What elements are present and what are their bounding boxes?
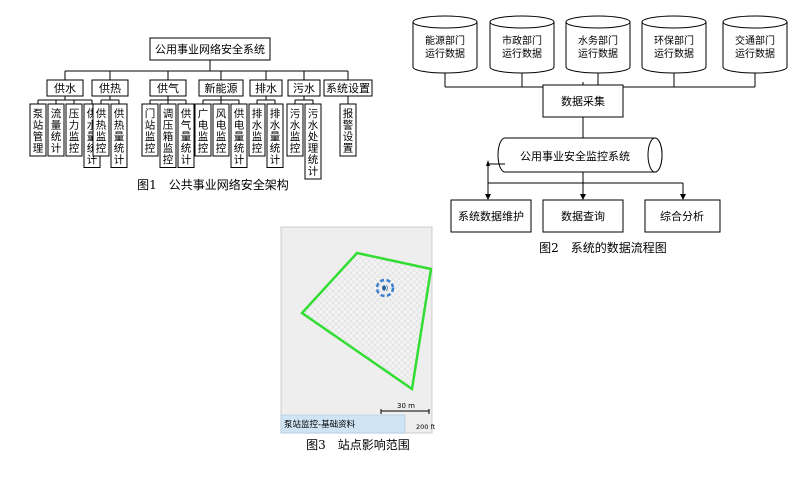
- fig1-category-label: 排水: [255, 81, 277, 95]
- figure-1: 公用事业网络安全系统 供水 供热 供气 新能源 排水 污水 系统: [29, 37, 373, 192]
- fig1-child-label: 污水处理统计: [308, 108, 319, 178]
- fig1-child-box: [159, 103, 177, 168]
- fig2-output-box: [450, 199, 532, 233]
- fig1-child-box: [339, 103, 357, 157]
- fig1-child-box: [194, 103, 212, 157]
- fig1-child-box: [110, 103, 128, 168]
- fig1-child-box: [177, 103, 195, 168]
- fig2-source-label: 能源部门: [425, 34, 465, 47]
- fig1-child-box: [141, 103, 159, 157]
- fig1-child-box: [29, 103, 47, 157]
- fig1-category-label: 供气: [157, 81, 179, 95]
- fig2-collect-box: [542, 84, 624, 118]
- fig2-source-label: 运行数据: [654, 47, 694, 60]
- fig1-child-label: 排水量统计: [270, 107, 281, 166]
- fig1-child-label: 门站监控: [145, 107, 156, 155]
- fig1-child-label: 流量统计: [51, 107, 62, 155]
- fig2-source-label: 运行数据: [735, 47, 775, 60]
- figure-2: 能源部门运行数据市政部门运行数据水务部门运行数据环保部门运行数据交通部门运行数据…: [412, 15, 788, 255]
- fig1-child-label: 调压箱监控: [163, 108, 174, 166]
- fig2-collect-label: 数据采集: [561, 94, 605, 108]
- scale-top-label: 30 m: [397, 402, 415, 410]
- fig3-caption: 图3 站点影响范围: [306, 437, 410, 452]
- fig2-source-label: 水务部门: [578, 34, 618, 47]
- fig2-caption: 图2 系统的数据流程图: [539, 240, 667, 255]
- fig1-category-label: 系统设置: [326, 82, 370, 95]
- fig1-child-box: [212, 103, 230, 157]
- fig1-child-box: [286, 103, 304, 157]
- fig1-child-label: 排水监控: [252, 107, 263, 155]
- fig1-child-label: 报警设置: [343, 107, 354, 155]
- fig2-output-label: 数据查询: [561, 209, 605, 223]
- fig1-child-label: 供热量统计: [114, 107, 125, 166]
- fig1-category-label: 供水: [54, 81, 76, 95]
- fig2-output-label: 系统数据维护: [458, 209, 524, 223]
- fig2-arrow: [485, 194, 491, 200]
- fig2-source-label: 运行数据: [425, 47, 465, 60]
- fig1-child-label: 广电监控: [198, 108, 209, 155]
- fig1-child-box: [266, 103, 284, 168]
- fig2-output-label: 综合分析: [660, 209, 704, 223]
- scale-bottom-label: 200 ft: [416, 423, 436, 431]
- fig1-child-label: 泵站管理: [33, 108, 44, 155]
- fig1-category-label: 供热: [99, 81, 121, 95]
- fig1-caption: 图1 公共事业网络安全架构: [137, 177, 289, 192]
- fig1-child-label: 供热监控: [96, 107, 107, 155]
- fig1-child-label: 供电量统计: [234, 107, 245, 166]
- fig2-source-label: 交通部门: [735, 34, 775, 47]
- fig1-child-box: [248, 103, 266, 157]
- station-influence-boundary[interactable]: [300, 251, 433, 392]
- fig1-root-label: 公用事业网络安全系统: [155, 42, 265, 56]
- fig1-child-box: [47, 103, 65, 157]
- fig1-child-box: [230, 103, 248, 168]
- fig1-category-label: 新能源: [205, 81, 238, 95]
- fig2-source-label: 运行数据: [502, 47, 542, 60]
- fig2-arrow: [580, 194, 586, 200]
- fig1-child-label: 风电监控: [216, 108, 227, 155]
- fig1-child-label: 压力监控: [69, 108, 80, 155]
- fig2-system-cylinder: [497, 137, 663, 173]
- figure-3: 30 m 200 ft 泵站监控-基础资料 图3 站点影响范围: [280, 226, 436, 452]
- fig1-child-label: 供水量统计: [87, 107, 98, 166]
- station-marker-icon[interactable]: [375, 278, 395, 298]
- fig1-child-box: [304, 103, 322, 180]
- fig1-category-label: 污水: [293, 82, 315, 95]
- fig2-source-label: 运行数据: [578, 47, 618, 60]
- fig2-output-box: [542, 199, 624, 233]
- map-scale-bar: 30 m 200 ft: [380, 402, 436, 431]
- fig2-arrow: [680, 194, 686, 200]
- fig1-child-label: 污水监控: [290, 108, 301, 155]
- fig1-child-label: 供气量统计: [181, 107, 192, 166]
- fig2-arrow: [486, 160, 490, 166]
- fig2-system-label: 公用事业安全监控系统: [520, 149, 630, 163]
- fig2-output-box: [644, 199, 721, 233]
- fig2-source-label: 市政部门: [502, 34, 542, 47]
- fig2-source-label: 环保部门: [654, 34, 694, 47]
- fig1-child-box: [92, 103, 110, 157]
- status-label: 泵站监控-基础资料: [284, 419, 356, 430]
- status-bar: [280, 414, 406, 434]
- fig1-categories: 供水 供热 供气 新能源 排水 污水 系统设置: [46, 71, 373, 97]
- fig1-child-box: [65, 103, 83, 157]
